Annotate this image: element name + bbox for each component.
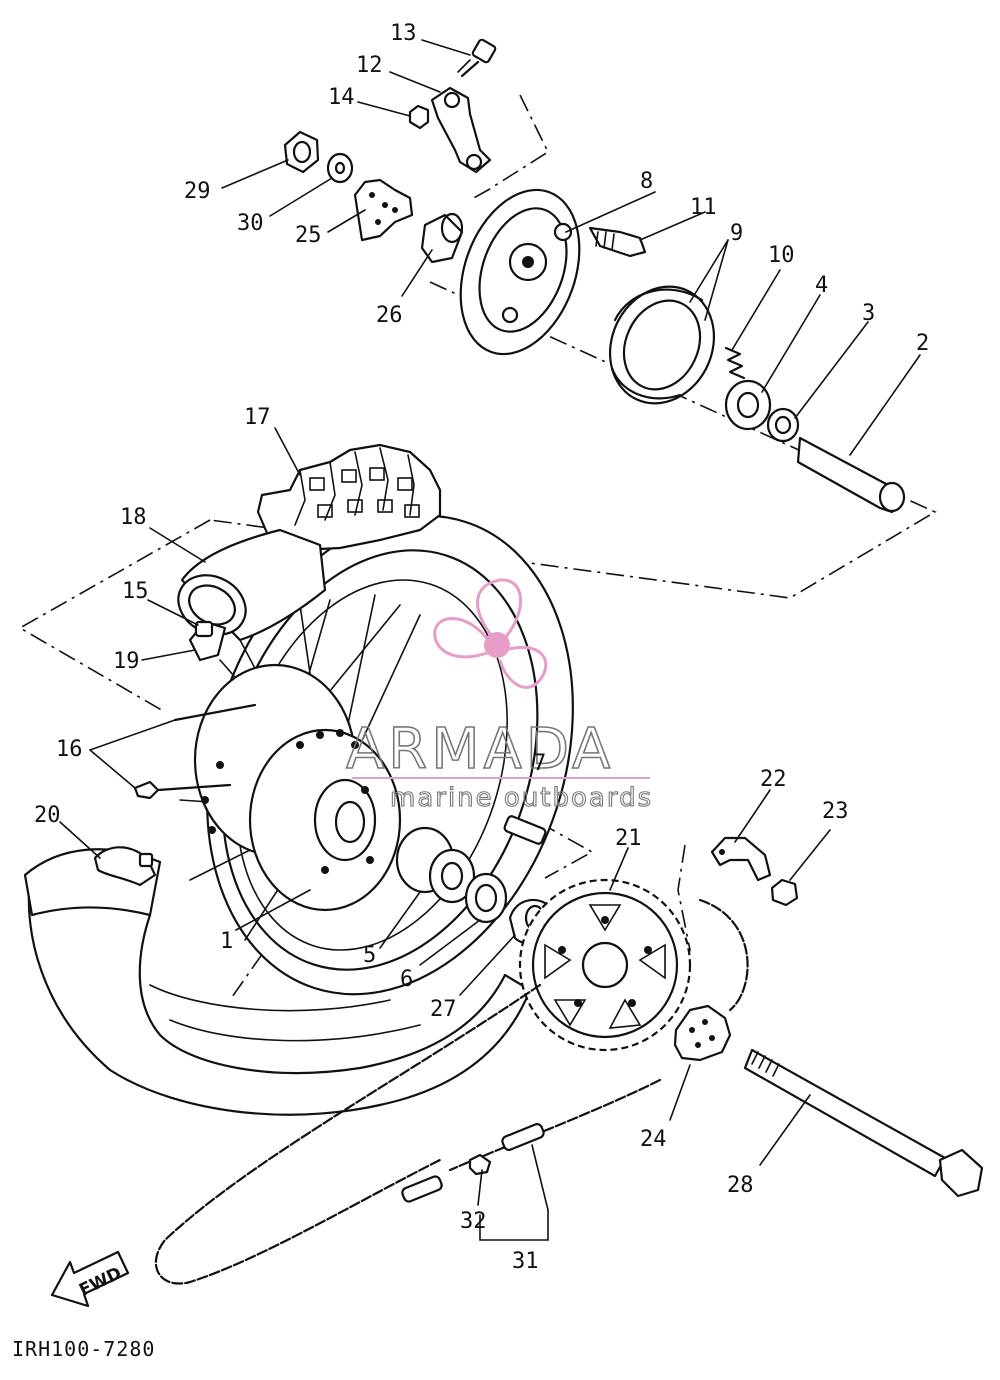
spacer	[796, 436, 906, 514]
callout-4: 4	[815, 273, 828, 298]
callout-24: 24	[640, 1127, 667, 1152]
callout-5: 5	[363, 943, 376, 968]
brake-shoes	[608, 285, 716, 405]
callout-32: 32	[460, 1209, 487, 1234]
callout-15: 15	[122, 579, 149, 604]
sprocket-seal	[464, 872, 508, 924]
callout-18: 18	[120, 505, 147, 530]
callout-25: 25	[295, 223, 322, 248]
washer	[326, 152, 354, 184]
brake-arm	[93, 846, 157, 887]
armada-watermark: ARMADA marine outboards	[345, 578, 653, 814]
rear-axle	[743, 1048, 984, 1198]
sprocket-bearing	[395, 826, 476, 904]
master-link	[401, 1123, 545, 1203]
propeller-logo	[433, 578, 548, 689]
callout-19: 19	[113, 649, 140, 674]
callout-16: 16	[56, 737, 83, 762]
callout-22: 22	[760, 767, 787, 792]
callout-26: 26	[376, 303, 403, 328]
chain-adjuster	[353, 178, 414, 242]
leader-lines	[59, 39, 921, 1241]
callout-13: 13	[390, 21, 417, 46]
tire-tread	[256, 443, 442, 552]
watermark-brand: ARMADA	[346, 717, 614, 782]
brake-camshaft	[588, 226, 647, 258]
callout-30: 30	[237, 211, 264, 236]
propeller-hub	[484, 632, 510, 658]
callout-7: 7	[533, 751, 546, 776]
callout-2: 2	[916, 331, 929, 356]
callout-27: 27	[430, 997, 457, 1022]
right-chain-adjuster	[673, 1004, 732, 1062]
callout-1: 1	[220, 929, 233, 954]
brake-cam-lever	[430, 86, 492, 174]
callout-10: 10	[768, 243, 795, 268]
rear-sprocket	[518, 878, 692, 1052]
forward-direction-arrow: FWD	[50, 1250, 130, 1308]
callout-11: 11	[690, 195, 717, 220]
brake-panel	[459, 188, 581, 356]
rim-band	[188, 620, 227, 662]
drawing-code: IRH100-7280	[12, 1337, 155, 1361]
shoe-spring	[724, 346, 746, 380]
callout-29: 29	[184, 179, 211, 204]
lever-bolt	[457, 38, 497, 78]
callout-20: 20	[34, 803, 61, 828]
chain-guide-bracket	[710, 836, 772, 882]
oil-seal	[766, 407, 800, 443]
hub-bolt	[503, 815, 547, 845]
callout-23: 23	[822, 799, 849, 824]
callout-21: 21	[615, 826, 642, 851]
callout-12: 12	[356, 53, 383, 78]
bracket-nut	[770, 878, 799, 907]
callout-8: 8	[640, 169, 653, 194]
callout-numbers: 13 12 14 29 30 25 26 8 11 9 10 4 3 2 17 …	[34, 21, 929, 1274]
wheel-bearing	[724, 379, 772, 431]
spokes	[133, 703, 257, 800]
callout-9: 9	[730, 221, 743, 246]
callout-28: 28	[727, 1173, 754, 1198]
watermark-tagline: marine outboards	[390, 783, 653, 813]
callout-3: 3	[862, 301, 875, 326]
callout-31: 31	[512, 1249, 539, 1274]
callout-17: 17	[244, 405, 271, 430]
axle-nut	[283, 130, 320, 174]
callout-14: 14	[328, 85, 355, 110]
lever-nut	[408, 104, 430, 130]
callout-6: 6	[400, 967, 413, 992]
